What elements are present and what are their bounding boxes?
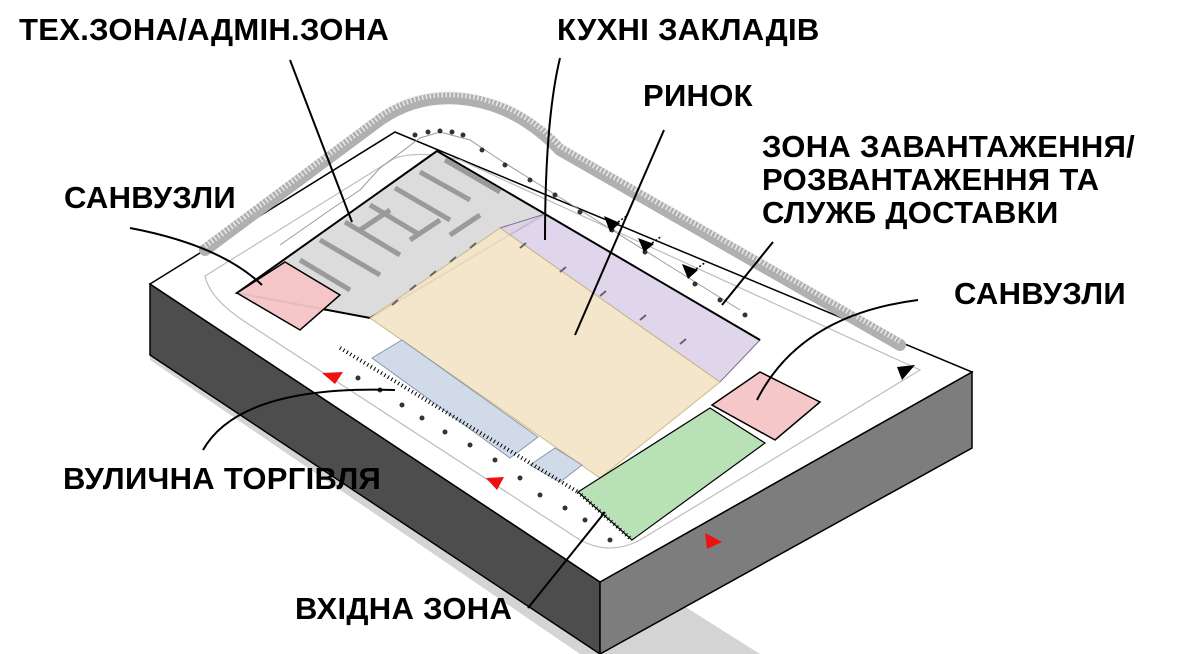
entrance-railing: [576, 490, 634, 542]
entry-arrow-icon-1: [322, 372, 343, 384]
kitchens-outer-wall: [544, 213, 761, 341]
service-arrows: [604, 216, 915, 380]
walkway-bollards: [355, 375, 613, 543]
label-entrance-zone: ВХІДНА ЗОНА: [295, 591, 513, 626]
leader-entrance: [527, 511, 606, 609]
label-market: РИНОК: [643, 78, 753, 113]
road-outline: [204, 153, 922, 549]
market-stalls: [391, 242, 687, 345]
label-street-trade: ВУЛИЧНА ТОРГІВЛЯ: [63, 461, 382, 496]
service-arrow-icon-3: [682, 264, 698, 279]
entry-arrow-icon-3: [705, 533, 722, 549]
service-arrow-icon-4: [897, 365, 915, 380]
label-tech-admin-zone: ТЕХ.ЗОНА/АДМІН.ЗОНА: [19, 12, 390, 47]
label-kitchens: КУХНІ ЗАКЛАДІВ: [557, 12, 820, 47]
parking-line: [279, 131, 741, 311]
zone-street-trade: [371, 339, 539, 459]
leader-market: [574, 129, 665, 336]
entry-arrow-icon-2: [486, 477, 504, 490]
bollards: [412, 128, 748, 318]
service-arrow-icon-2: [638, 238, 654, 252]
leader-loading: [721, 241, 774, 306]
label-loading-zone: ЗОНА ЗАВАНТАЖЕННЯ/ РОЗВАНТАЖЕННЯ ТА СЛУЖ…: [762, 129, 1136, 230]
leader-restrooms-right: [756, 299, 919, 401]
leader-tech-admin: [289, 59, 353, 223]
zone-market: [369, 227, 721, 479]
tech-admin-walls: [298, 157, 502, 293]
leader-street-trade: [202, 388, 396, 451]
zone-restrooms-left: [235, 261, 342, 331]
zone-restrooms-right: [710, 371, 822, 441]
ramp-wall-railing: [203, 91, 902, 344]
label-restrooms-left: САНВУЗЛИ: [64, 180, 236, 215]
service-arrow-icon-1: [604, 216, 620, 232]
label-restrooms-right: САНВУЗЛИ: [954, 276, 1126, 311]
zone-street-trade-small: [529, 447, 583, 483]
ramp-wall: [199, 92, 906, 351]
leader-kitchens: [544, 57, 561, 241]
leader-lines: [129, 57, 919, 609]
leader-restrooms-left: [129, 227, 263, 286]
